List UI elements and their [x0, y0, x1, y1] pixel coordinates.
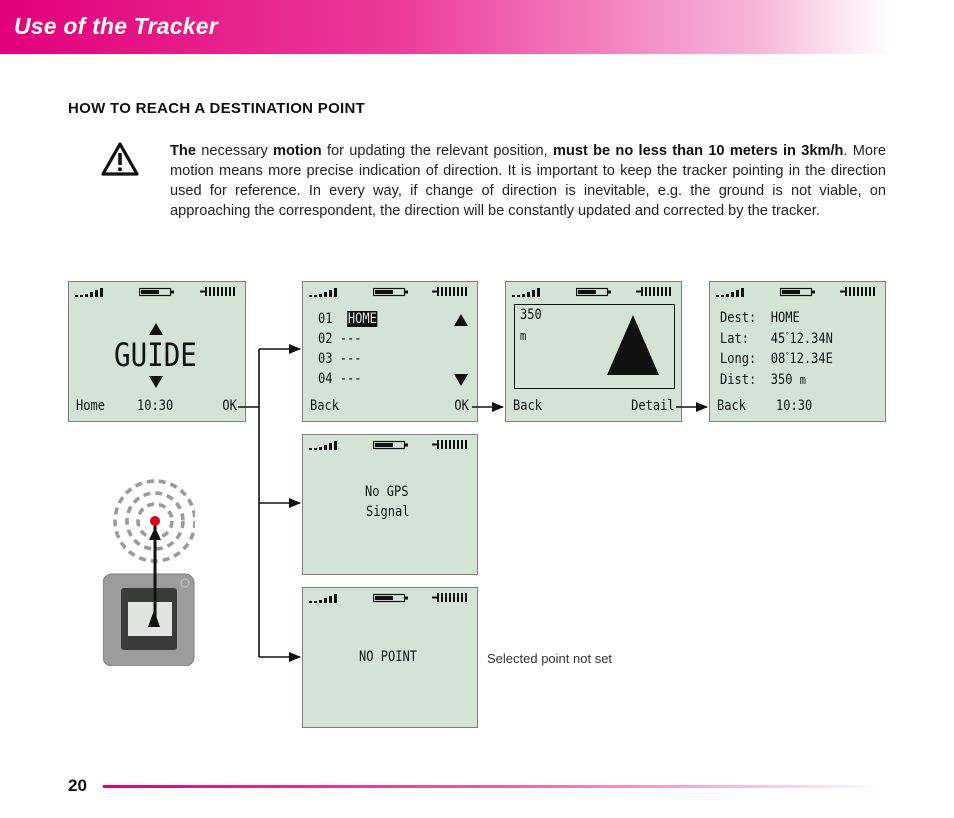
list-item-number: 03 — [318, 351, 333, 367]
screen-no-gps: No GPS Signal — [302, 434, 478, 575]
gps-strength-icon — [840, 286, 878, 297]
gps-strength-icon — [636, 286, 674, 297]
page-number: 20 — [68, 776, 87, 795]
softkey-back[interactable]: Back — [717, 398, 746, 414]
arrow-down-icon — [149, 376, 163, 388]
screen-guide: GUIDE Home 10:30 OK — [68, 281, 246, 422]
softkey-ok[interactable]: OK — [222, 398, 237, 414]
page-title: Use of the Tracker — [14, 13, 218, 39]
status-bar — [506, 285, 681, 299]
list-item-name-selected: HOME — [346, 311, 378, 327]
long-label: Long: — [720, 351, 757, 367]
guide-title: GUIDE — [114, 336, 197, 374]
status-bar — [69, 285, 245, 299]
distance-unit: m — [520, 329, 527, 343]
long-degrees: 08 — [770, 351, 786, 367]
signal-strength-icon — [716, 287, 750, 297]
degree-symbol: ° — [785, 331, 790, 340]
screen-no-point: NO POINT — [302, 587, 478, 728]
gps-strength-icon — [432, 439, 470, 450]
lat-label: Lat: — [720, 331, 749, 347]
no-gps-line-2: Signal — [366, 504, 410, 520]
tracker-device-illustration — [103, 479, 195, 666]
battery-icon — [373, 440, 409, 450]
page-header: Use of the Tracker — [0, 0, 890, 54]
note-bold-1: The — [170, 143, 196, 159]
footer-rule — [103, 785, 883, 788]
screen-direction: 350 m Back Detail — [505, 281, 682, 422]
distance-value: 350 — [520, 307, 542, 323]
battery-icon — [139, 287, 175, 297]
softkey-detail[interactable]: Detail — [631, 398, 675, 414]
lat-row: Lat: 45°12.34N — [720, 331, 833, 347]
list-item-name: --- — [339, 331, 362, 347]
note-bold-2: motion — [273, 143, 322, 159]
dist-label: Dist: — [720, 372, 757, 388]
screen-detail: Dest: HOME Lat: 45°12.34N Long: 08°12.34… — [709, 281, 886, 422]
lat-degrees: 45 — [770, 331, 786, 347]
list-item[interactable]: 01 HOME — [318, 311, 378, 327]
long-row: Long: 08°12.34E — [720, 351, 833, 367]
status-bar — [303, 591, 477, 605]
list-item-name: --- — [339, 371, 362, 387]
gps-strength-icon — [200, 286, 238, 297]
list-item-number: 04 — [318, 371, 333, 387]
dest-row: Dest: HOME — [720, 310, 800, 326]
battery-icon — [373, 287, 409, 297]
motion-note: The necessary motion for updating the re… — [170, 141, 886, 221]
gps-strength-icon — [432, 592, 470, 603]
direction-arrow-icon — [607, 315, 659, 375]
dest-value: HOME — [770, 310, 800, 326]
no-point-caption: Selected point not set — [487, 651, 613, 666]
battery-icon — [576, 287, 612, 297]
scroll-down-icon[interactable] — [454, 374, 468, 386]
softkey-ok[interactable]: OK — [454, 398, 469, 414]
note-bold-3: must be no less than 10 meters in 3km/h — [552, 143, 844, 159]
list-item[interactable]: 04 --- — [318, 371, 362, 387]
no-point-text: NO POINT — [359, 649, 417, 665]
dist-value: 350 — [770, 372, 793, 388]
lat-minutes: 12.34N — [789, 331, 833, 347]
list-item-name: --- — [339, 351, 362, 367]
signal-strength-icon — [309, 593, 343, 603]
clock-time: 10:30 — [137, 398, 174, 414]
signal-strength-icon — [75, 287, 109, 297]
degree-symbol: ° — [785, 351, 790, 360]
signal-strength-icon — [512, 287, 546, 297]
dist-row: Dist: 350 m — [720, 372, 806, 388]
list-item[interactable]: 02 --- — [318, 331, 362, 347]
signal-strength-icon — [309, 440, 343, 450]
battery-icon — [373, 593, 409, 603]
softkey-back[interactable]: Back — [310, 398, 339, 414]
direction-panel: 350 m — [514, 304, 675, 389]
battery-icon — [780, 287, 816, 297]
list-item[interactable]: 03 --- — [318, 351, 362, 367]
note-text-3: . More motion means more precise indicat… — [170, 143, 887, 219]
note-text-1: necessary — [195, 143, 274, 159]
gps-strength-icon — [432, 286, 470, 297]
arrow-up-icon — [149, 323, 163, 335]
dest-label: Dest: — [720, 310, 757, 326]
clock-time: 10:30 — [776, 398, 813, 414]
softkey-home[interactable]: Home — [76, 398, 105, 414]
screen-destination-list: 01 HOME 02 --- 03 --- 04 --- Back OK — [302, 281, 478, 422]
status-bar — [710, 285, 885, 299]
signal-strength-icon — [309, 287, 343, 297]
section-title: HOW TO REACH A DESTINATION POINT — [68, 100, 366, 117]
long-minutes: 12.34E — [789, 351, 833, 367]
no-gps-line-1: No GPS — [365, 484, 409, 500]
note-text-2: for updating the relevant position, — [321, 143, 553, 159]
status-bar — [303, 438, 477, 452]
list-item-number: 01 — [318, 311, 333, 327]
softkey-back[interactable]: Back — [513, 398, 542, 414]
warning-triangle-icon — [101, 142, 139, 176]
dist-unit: m — [799, 373, 806, 387]
list-item-number: 02 — [318, 331, 333, 347]
status-bar — [303, 285, 477, 299]
scroll-up-icon[interactable] — [454, 314, 468, 326]
